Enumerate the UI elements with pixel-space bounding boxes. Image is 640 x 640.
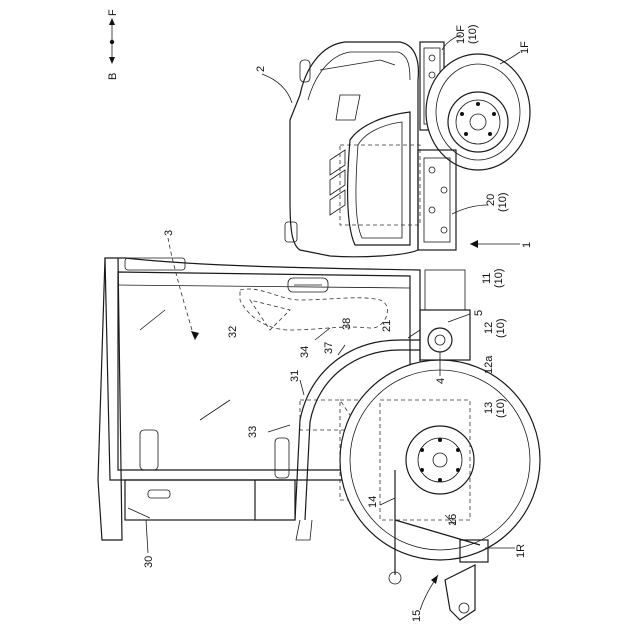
label-30: 30 (143, 556, 155, 568)
label-2: 2 (255, 66, 267, 72)
back-label: B (107, 73, 119, 80)
label-21: 21 (381, 320, 393, 332)
front-label: F (107, 9, 119, 16)
label-13-sub: (10) (495, 398, 507, 418)
frame-20 (340, 145, 456, 250)
label-31: 31 (289, 370, 301, 382)
label-11-sub: (10) (493, 268, 505, 288)
label-4: 4 (435, 378, 447, 384)
label-3: 3 (163, 230, 175, 236)
label-14: 14 (367, 496, 379, 508)
label-15: 15 (411, 610, 423, 622)
label-1f: 1F (519, 41, 531, 54)
label-13: 13 (483, 402, 495, 414)
front-wheel (426, 54, 530, 170)
orientation-indicator: F B (107, 9, 119, 80)
hood (285, 42, 418, 257)
lower-step-30 (125, 480, 295, 520)
label-33: 33 (247, 426, 259, 438)
label-34: 34 (299, 346, 311, 358)
label-10f-sub: (10) (467, 24, 479, 44)
label-16: 16 (447, 514, 459, 526)
label-32: 32 (227, 326, 239, 338)
label-12a: 12a (483, 355, 495, 374)
interior-dashed (240, 289, 387, 330)
label-20-sub: (10) (497, 192, 509, 212)
label-37: 37 (323, 342, 335, 354)
label-38: 38 (341, 318, 353, 330)
label-1: 1 (521, 242, 533, 248)
label-10f: 10F (455, 25, 467, 44)
rear-wheel (340, 360, 540, 560)
label-12: 12 (483, 322, 495, 334)
label-11: 11 (481, 273, 493, 284)
label-20: 20 (485, 194, 497, 206)
label-5: 5 (473, 310, 485, 316)
label-1r: 1R (515, 544, 527, 558)
label-12-sub: (10) (495, 318, 507, 338)
